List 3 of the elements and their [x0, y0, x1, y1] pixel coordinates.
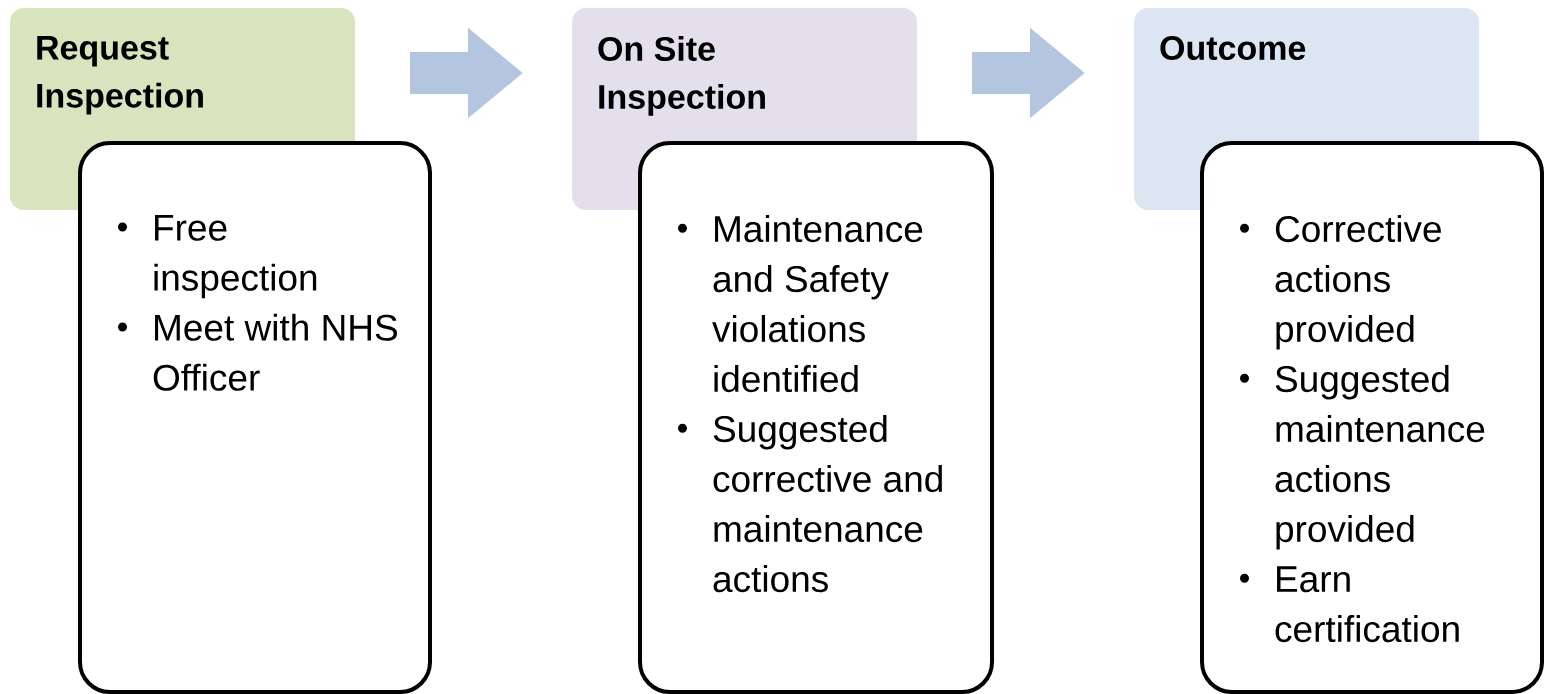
content-box: Free inspection Meet with NHS Officer — [78, 141, 432, 694]
content-box: Corrective actions provided Suggested maintenance actions provided Earn certification — [1200, 141, 1544, 694]
content-box: Maintenance and Safety violations identified Suggested corrective and maintenance actions — [638, 141, 994, 694]
